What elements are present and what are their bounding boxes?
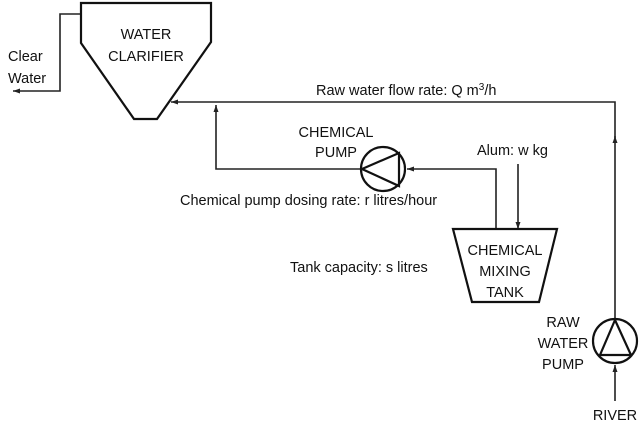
raw-water-flow-label: Raw water flow rate: Q m3/h — [316, 82, 496, 99]
dosing-rate-label: Chemical pump dosing rate: r litres/hour — [180, 193, 437, 209]
alum-label: Alum: w kg — [477, 143, 548, 159]
water-clarifier-shape — [79, 1, 213, 121]
clear-water-label-2: Water — [8, 71, 46, 87]
river-label: RIVER — [593, 408, 637, 424]
clear-water-line — [13, 13, 80, 94]
raw-water-pump-label-3: PUMP — [542, 357, 584, 373]
chemical-dose-line — [213, 105, 361, 170]
clear-water-label-1: Clear — [8, 49, 43, 65]
mixing-tank-label-3: TANK — [486, 285, 524, 301]
raw-water-line — [171, 99, 616, 138]
tank-capacity-label: Tank capacity: s litres — [290, 260, 428, 276]
raw-water-pump-label-1: RAW — [546, 315, 580, 331]
raw-water-pump-icon — [591, 317, 639, 365]
raw-water-pump-triangle — [598, 317, 633, 357]
raw-water-pump-label-2: WATER — [538, 336, 589, 352]
chemical-pump-label-1: CHEMICAL — [299, 125, 374, 141]
tank-to-pump-line — [407, 166, 497, 229]
chemical-mixing-tank-shape — [451, 227, 559, 304]
chemical-pump-triangle — [359, 151, 401, 188]
mixing-tank-label-1: CHEMICAL — [468, 243, 543, 259]
clarifier-label-1: WATER — [121, 27, 172, 43]
clarifier-label-2: CLARIFIER — [108, 49, 184, 65]
mixing-tank-label-2: MIXING — [479, 264, 531, 280]
chemical-pump-label-2: PUMP — [315, 145, 357, 161]
